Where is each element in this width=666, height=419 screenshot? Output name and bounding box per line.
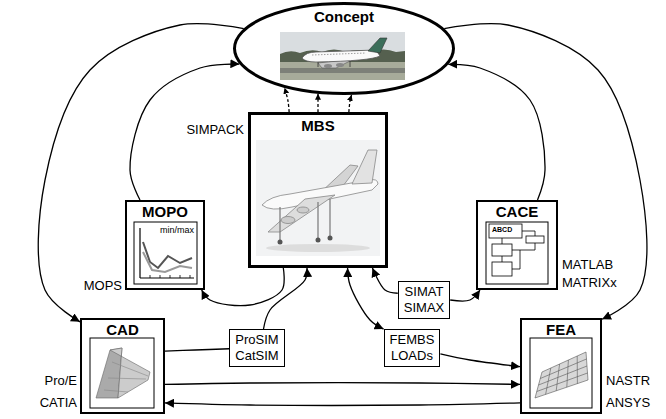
flow-arrow xyxy=(348,268,384,329)
fea-mesh-icon xyxy=(530,338,592,408)
mbs-aircraft-model xyxy=(317,202,318,238)
mbs-aircraft-model xyxy=(329,199,330,236)
block-diagram-icon xyxy=(492,244,512,256)
concept-photo xyxy=(350,61,351,67)
mbs-aircraft-model xyxy=(297,207,309,213)
box-title: MOPO xyxy=(142,203,188,221)
block-diagram-icon xyxy=(526,236,544,243)
concept-photo xyxy=(280,68,405,73)
block-diagram-icon xyxy=(486,222,548,284)
tool-box: CACE xyxy=(476,200,558,290)
box-title: FEA xyxy=(546,321,576,339)
dashed-arrow xyxy=(349,95,352,112)
mbs-aircraft-model xyxy=(281,217,295,224)
software-name: MOPS xyxy=(84,278,122,294)
interface-label: FEMBS LOADs xyxy=(390,332,435,364)
optimisation-plot-icon xyxy=(143,252,192,272)
optimisation-plot-icon xyxy=(134,222,197,284)
cad-wing-icon xyxy=(104,362,148,392)
flow-arrow xyxy=(165,349,229,351)
interface-box: SIMAT SIMAX xyxy=(398,281,450,319)
block-diagram-icon xyxy=(486,222,548,284)
plot-label: min/max xyxy=(160,225,194,236)
software-name: Pro/E xyxy=(44,373,77,389)
tool-box: MOPO xyxy=(125,200,205,290)
interface-label: ProSIM CatSIM xyxy=(235,332,278,364)
concept-ellipse: Concept xyxy=(233,2,455,95)
mbs-aircraft-model xyxy=(316,238,321,243)
mbs-aircraft-model xyxy=(268,195,335,232)
software-name: MATLAB xyxy=(562,257,613,273)
software-name: MATRIXx xyxy=(562,275,617,291)
block-label: ABCD xyxy=(492,226,512,234)
fea-mesh-icon xyxy=(530,338,592,408)
concept-photo xyxy=(336,63,344,67)
software-name: ANSYS xyxy=(606,395,650,411)
box-title: CAD xyxy=(106,321,139,339)
flow-arrow xyxy=(444,24,647,320)
interface-box: FEMBS LOADs xyxy=(384,329,441,367)
mbs-aircraft-model xyxy=(256,140,380,256)
concept-photo xyxy=(324,64,332,68)
cad-wing-icon xyxy=(110,348,150,398)
optimisation-plot-icon xyxy=(140,277,194,278)
concept-photo xyxy=(280,50,405,63)
block-diagram-icon xyxy=(489,224,522,238)
mbs-aircraft-model xyxy=(279,207,280,240)
flow-arrow xyxy=(165,383,520,385)
software-name: NASTR xyxy=(606,373,650,389)
box-title: Concept xyxy=(314,8,374,26)
box-title: MBS xyxy=(301,117,334,135)
tool-box: FEA xyxy=(520,318,602,414)
concept-photo xyxy=(302,50,380,62)
optimisation-plot-icon xyxy=(150,275,190,278)
concept-photo xyxy=(280,32,405,80)
dashed-arrow xyxy=(317,94,318,112)
flow-arrow xyxy=(440,354,520,367)
flow-arrow xyxy=(264,268,308,329)
ellipse-outline xyxy=(235,4,454,94)
box-title: CACE xyxy=(496,203,539,221)
flow-arrow xyxy=(372,268,397,293)
tool-box: CAD xyxy=(80,318,165,414)
dashed-arrow xyxy=(285,88,290,112)
concept-photo xyxy=(280,62,405,80)
cad-wing-icon xyxy=(90,338,154,408)
mbs-box: MBS xyxy=(248,112,388,268)
mbs-aircraft-model xyxy=(352,150,377,184)
mbs-aircraft-model xyxy=(278,240,283,245)
flow-arrow xyxy=(38,24,243,322)
block-diagram-icon xyxy=(492,262,512,276)
mbs-aircraft-model xyxy=(266,244,370,252)
fea-mesh-icon xyxy=(535,352,588,398)
flow-arrow xyxy=(202,268,285,306)
cad-wing-icon xyxy=(90,338,154,408)
flow-arrow xyxy=(165,403,520,406)
optimisation-plot-icon xyxy=(134,222,197,284)
concept-photo xyxy=(280,32,405,80)
concept-photo xyxy=(318,62,319,67)
concept-photo xyxy=(312,53,366,55)
flow-arrow xyxy=(448,64,545,200)
fea-mesh-icon xyxy=(535,352,588,398)
block-diagram-icon xyxy=(502,231,535,269)
software-name: SIMPACK xyxy=(186,122,244,138)
mbs-aircraft-model xyxy=(256,140,380,256)
mbs-aircraft-model xyxy=(328,236,333,241)
interface-label: SIMAT SIMAX xyxy=(404,284,444,316)
optimisation-plot-icon xyxy=(139,228,140,278)
flow-arrow xyxy=(450,290,480,301)
concept-photo xyxy=(368,38,387,53)
optimisation-plot-icon xyxy=(143,242,192,268)
software-name: CATIA xyxy=(40,395,77,411)
interface-box: ProSIM CatSIM xyxy=(229,329,284,367)
